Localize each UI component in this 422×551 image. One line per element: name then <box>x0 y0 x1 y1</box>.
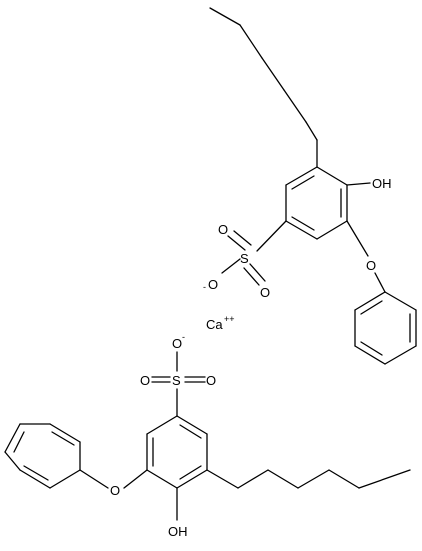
calcium-ion-label: Ca <box>206 317 223 332</box>
upper-sulfonate-bonds <box>221 220 287 286</box>
upper-sulfonyl-oxygen-2-label: O <box>260 285 270 300</box>
upper-anionic-charge: - <box>203 282 206 292</box>
lower-sulfonyl-oxygen-2-label: O <box>206 373 216 388</box>
lower-anionic-oxygen-label: O <box>172 336 182 351</box>
upper-ether-oxygen-label: O <box>366 258 376 273</box>
upper-ether-bonds <box>346 220 386 293</box>
upper-hexyl-chain <box>209 7 318 168</box>
calcium-ion-charge: ++ <box>224 314 235 324</box>
upper-sulfonyl-oxygen-1-label: O <box>218 222 228 237</box>
lower-sulfonate-bonds <box>151 351 206 417</box>
lower-ether-oxygen-label: O <box>110 483 120 498</box>
lower-ether-bonds <box>79 469 148 489</box>
lower-hexyl-chain <box>206 469 411 489</box>
upper-sulfur-label: S <box>240 251 249 266</box>
lower-central-ring <box>146 415 208 489</box>
upper-hydroxyl-bond <box>346 182 371 186</box>
upper-phenyl-ring <box>354 291 417 365</box>
lower-anionic-charge: - <box>182 332 185 342</box>
upper-hydroxyl-label: OH <box>372 176 392 191</box>
lower-sulfur-label: S <box>172 373 181 388</box>
lower-phenyl-ring <box>4 423 81 489</box>
upper-central-ring <box>285 166 348 240</box>
upper-anionic-oxygen-label: O <box>208 277 218 292</box>
lower-sulfonyl-oxygen-1-label: O <box>140 373 150 388</box>
lower-hydroxyl-label: OH <box>168 524 188 539</box>
